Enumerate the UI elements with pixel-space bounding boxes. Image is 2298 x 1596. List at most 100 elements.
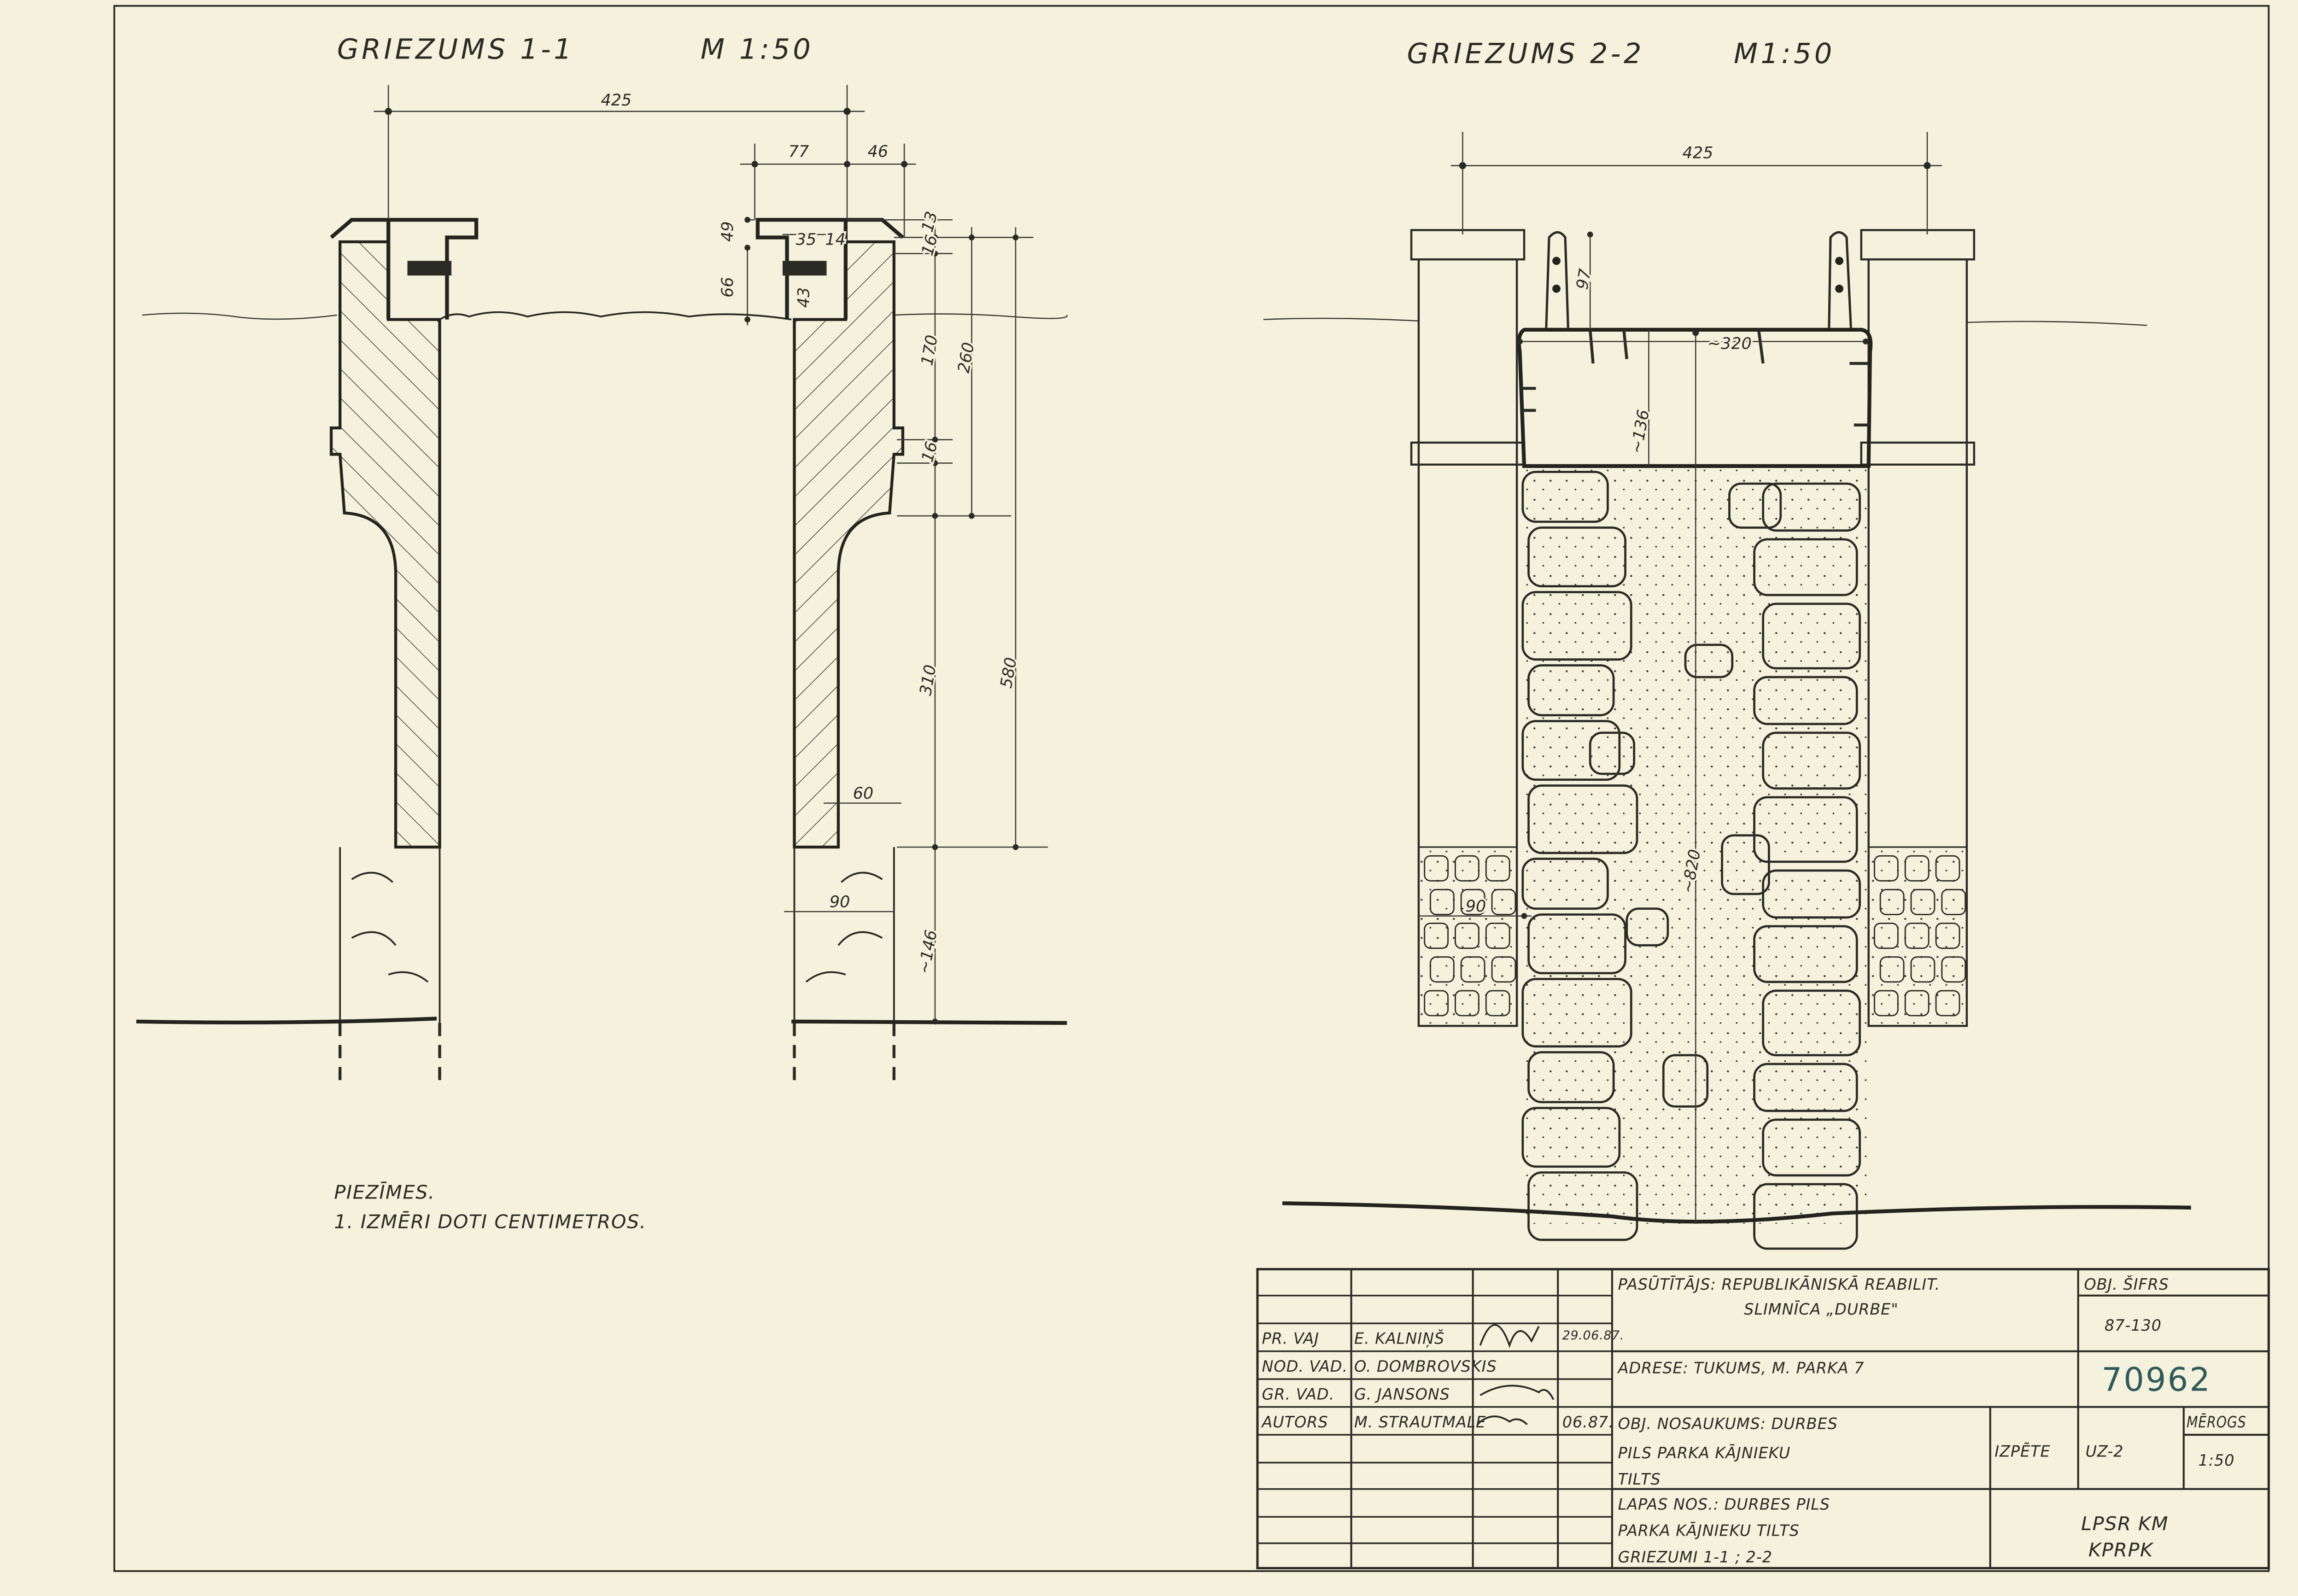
- masonry-stones: [1521, 471, 1861, 1250]
- stage-label: IZPĒTE: [1994, 1443, 2050, 1461]
- rubble-stone: [1941, 956, 1966, 983]
- section-2-title: GRIEZUMS 2-2: [1407, 38, 1644, 70]
- stone: [1626, 907, 1669, 947]
- sheet-name-1: LAPAS NOS.: DURBES PILS: [1618, 1495, 1830, 1513]
- stone: [1762, 602, 1861, 670]
- dim-66: 66: [719, 277, 737, 298]
- signatures: [1476, 1324, 1555, 1426]
- rubble-stone: [1904, 855, 1930, 882]
- rubble-stone: [1904, 923, 1930, 949]
- rubble-stone: [1429, 956, 1455, 983]
- rubble-stone: [1910, 889, 1935, 915]
- stone: [1762, 989, 1861, 1057]
- title-block-grid: [1256, 1268, 2270, 1570]
- rubble-stone: [1491, 889, 1516, 915]
- rubble-fill-right: [1868, 846, 1968, 1027]
- cap-stone-block: [1517, 327, 1873, 468]
- stone: [1521, 978, 1632, 1048]
- water-level-line-2: [1263, 317, 2147, 326]
- code-label: OBJ. ŠIFRS: [2084, 1275, 2169, 1293]
- object-name-3: TILTS: [1618, 1470, 1661, 1488]
- dim-60: 60: [853, 784, 874, 803]
- sheet-code: UZ-2: [2086, 1443, 2124, 1461]
- rubble-stone: [1935, 923, 1960, 949]
- client-line-2: SLIMNĪCA „DURBE": [1744, 1300, 1898, 1318]
- stone: [1762, 731, 1861, 790]
- stone: [1753, 925, 1858, 983]
- rubble-stone: [1935, 990, 1960, 1017]
- scale-value: 1:50: [2199, 1451, 2235, 1469]
- stone: [1521, 858, 1609, 910]
- sheet-border: [113, 5, 2270, 1572]
- dim-14: 14: [825, 230, 846, 249]
- stone: [1527, 913, 1626, 975]
- rubble-stone: [1485, 990, 1510, 1017]
- stone: [1753, 538, 1858, 596]
- dim-43: 43: [795, 287, 813, 308]
- stone: [1527, 784, 1638, 854]
- dim2-90: 90: [1466, 897, 1486, 916]
- stone: [1527, 526, 1626, 588]
- rubble-stone: [1460, 889, 1485, 915]
- dim-320: ~320: [1707, 334, 1752, 353]
- name-dombrovskis: O. DOMBROVSKIS: [1354, 1357, 1497, 1375]
- stone: [1753, 1183, 1858, 1250]
- rubble-stone: [1424, 990, 1449, 1017]
- stone: [1521, 591, 1632, 661]
- stone: [1684, 643, 1734, 678]
- dim-90: 90: [830, 893, 850, 912]
- stone: [1521, 471, 1609, 523]
- stone: [1527, 1051, 1615, 1104]
- rubble-stone: [1904, 990, 1930, 1017]
- address: ADRESE: TUKUMS, M. PARKA 7: [1617, 1359, 1865, 1377]
- stone: [1521, 1107, 1621, 1168]
- rubble-stones: [1424, 855, 1966, 1017]
- stone: [1762, 869, 1861, 919]
- sheet-name-2: PARKA KĀJNIEKU TILTS: [1618, 1522, 1800, 1540]
- role-gr-vad: GR. VAD.: [1262, 1386, 1334, 1403]
- client-line-1: PASŪTĪTĀJS: REPUBLIKĀNISKĀ REABILIT.: [1618, 1275, 1940, 1293]
- rubble-stone: [1874, 923, 1899, 949]
- rubble-stone: [1485, 855, 1510, 882]
- rubble-stone: [1424, 923, 1449, 949]
- role-autors: AUTORS: [1261, 1413, 1328, 1431]
- cap-stone-joints: [1521, 329, 1869, 427]
- deck-surface-line: [439, 311, 792, 321]
- stone: [1753, 676, 1858, 725]
- section-1-1: GRIEZUMS 1-1 M 1:50: [136, 33, 1068, 1233]
- section-2-scale: M1:50: [1734, 38, 1835, 70]
- dim-97: 97: [1573, 268, 1595, 291]
- notes-heading: PIEZĪMES.: [334, 1181, 435, 1204]
- date-pr-vaj: 29.06.87.: [1562, 1328, 1624, 1343]
- rubble-stone: [1455, 923, 1479, 949]
- dim-35: 35: [796, 230, 817, 249]
- rubble-stone: [1491, 956, 1516, 983]
- stone: [1527, 1171, 1638, 1241]
- rubble-stone: [1910, 956, 1935, 983]
- rubble-stone: [1429, 889, 1455, 915]
- dim-46: 46: [868, 142, 889, 161]
- stone: [1762, 482, 1861, 532]
- stone: [1753, 1063, 1858, 1112]
- railing-posts: [1545, 231, 1853, 330]
- rubble-fill-left: [1418, 846, 1518, 1027]
- rubble-stone: [1941, 889, 1966, 915]
- stone: [1762, 1118, 1861, 1177]
- role-pr-vaj: PR. VAJ: [1262, 1330, 1319, 1348]
- section-2-2: GRIEZUMS 2-2 M1:50: [1263, 38, 2191, 1250]
- rail-profile-icon: [407, 261, 451, 276]
- section-1-scale: M 1:50: [701, 33, 813, 65]
- rubble-stone: [1424, 855, 1449, 882]
- stone: [1728, 482, 1782, 529]
- stone: [1521, 720, 1621, 781]
- date-autors: 06.87.: [1562, 1413, 1614, 1431]
- dim-49: 49: [719, 221, 737, 242]
- role-nod-vad: NOD. VAD.: [1262, 1357, 1348, 1375]
- dimension-ticks: [385, 108, 1019, 1025]
- dimension-ticks-2: [1459, 162, 1931, 919]
- dim-77: 77: [789, 142, 809, 161]
- stone: [1527, 664, 1615, 717]
- rubble-stone: [1935, 855, 1960, 882]
